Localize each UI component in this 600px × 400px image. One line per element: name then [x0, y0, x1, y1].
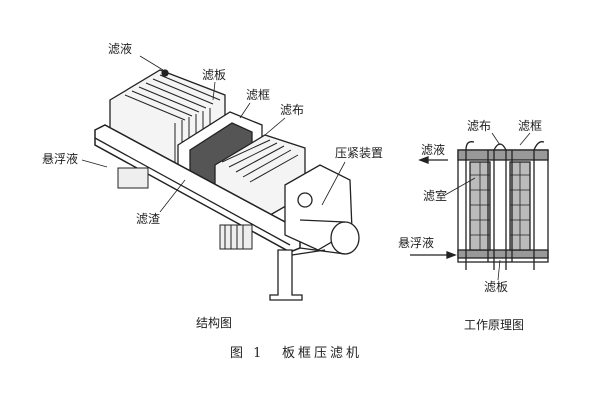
principle-label-filter-cloth: 滤布	[467, 119, 492, 133]
structure-drawing	[81, 55, 360, 301]
caption-title: 板框压滤机	[282, 346, 363, 361]
principle-label-filter-frame: 滤框	[518, 119, 543, 133]
principle-label-suspension: 悬浮液	[398, 236, 435, 250]
principle-diagram-title: 工作原理图	[464, 318, 525, 332]
label-suspension: 悬浮液	[42, 152, 79, 166]
label-filter-cake: 滤渣	[136, 212, 161, 226]
principle-label-filter-chamber: 滤室	[423, 189, 448, 203]
label-filtrate: 滤液	[108, 42, 133, 56]
label-filter-plate: 滤板	[202, 68, 227, 82]
label-filter-cloth: 滤布	[280, 103, 305, 117]
principle-label-filtrate: 滤液	[421, 143, 446, 157]
label-filter-frame: 滤框	[246, 88, 271, 102]
caption-number: 图 1	[230, 346, 265, 361]
principle-label-filter-plate: 滤板	[484, 280, 509, 294]
structure-diagram-title: 结构图	[196, 316, 233, 330]
principle-drawing	[410, 132, 549, 281]
label-pressing-device: 压紧装置	[335, 146, 384, 160]
